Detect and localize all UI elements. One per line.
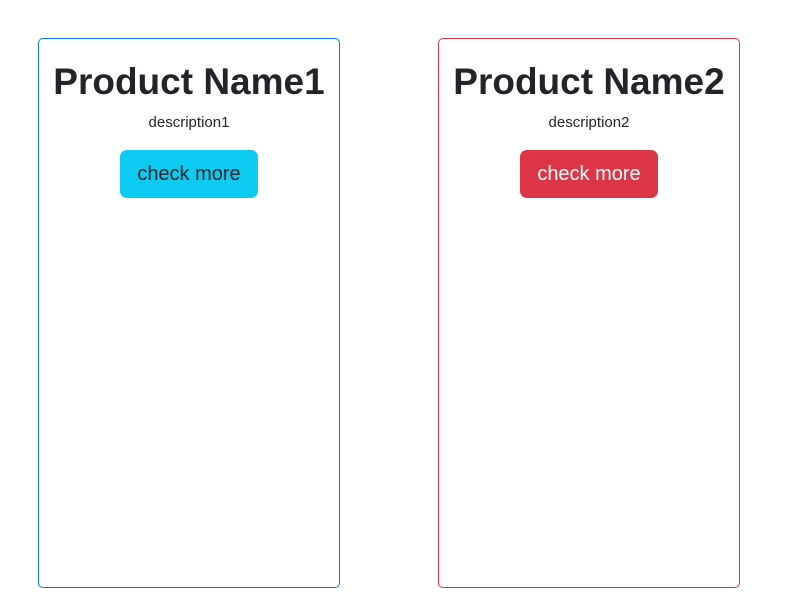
check-more-button[interactable]: check more	[120, 150, 258, 198]
product-description: description2	[548, 114, 630, 131]
check-more-button[interactable]: check more	[520, 150, 658, 198]
product-title: Product Name1	[53, 61, 325, 102]
product-card-2: Product Name2 description2 check more	[438, 38, 740, 588]
product-description: description1	[148, 114, 230, 131]
product-card-1: Product Name1 description1 check more	[38, 38, 340, 588]
product-title: Product Name2	[453, 61, 725, 102]
